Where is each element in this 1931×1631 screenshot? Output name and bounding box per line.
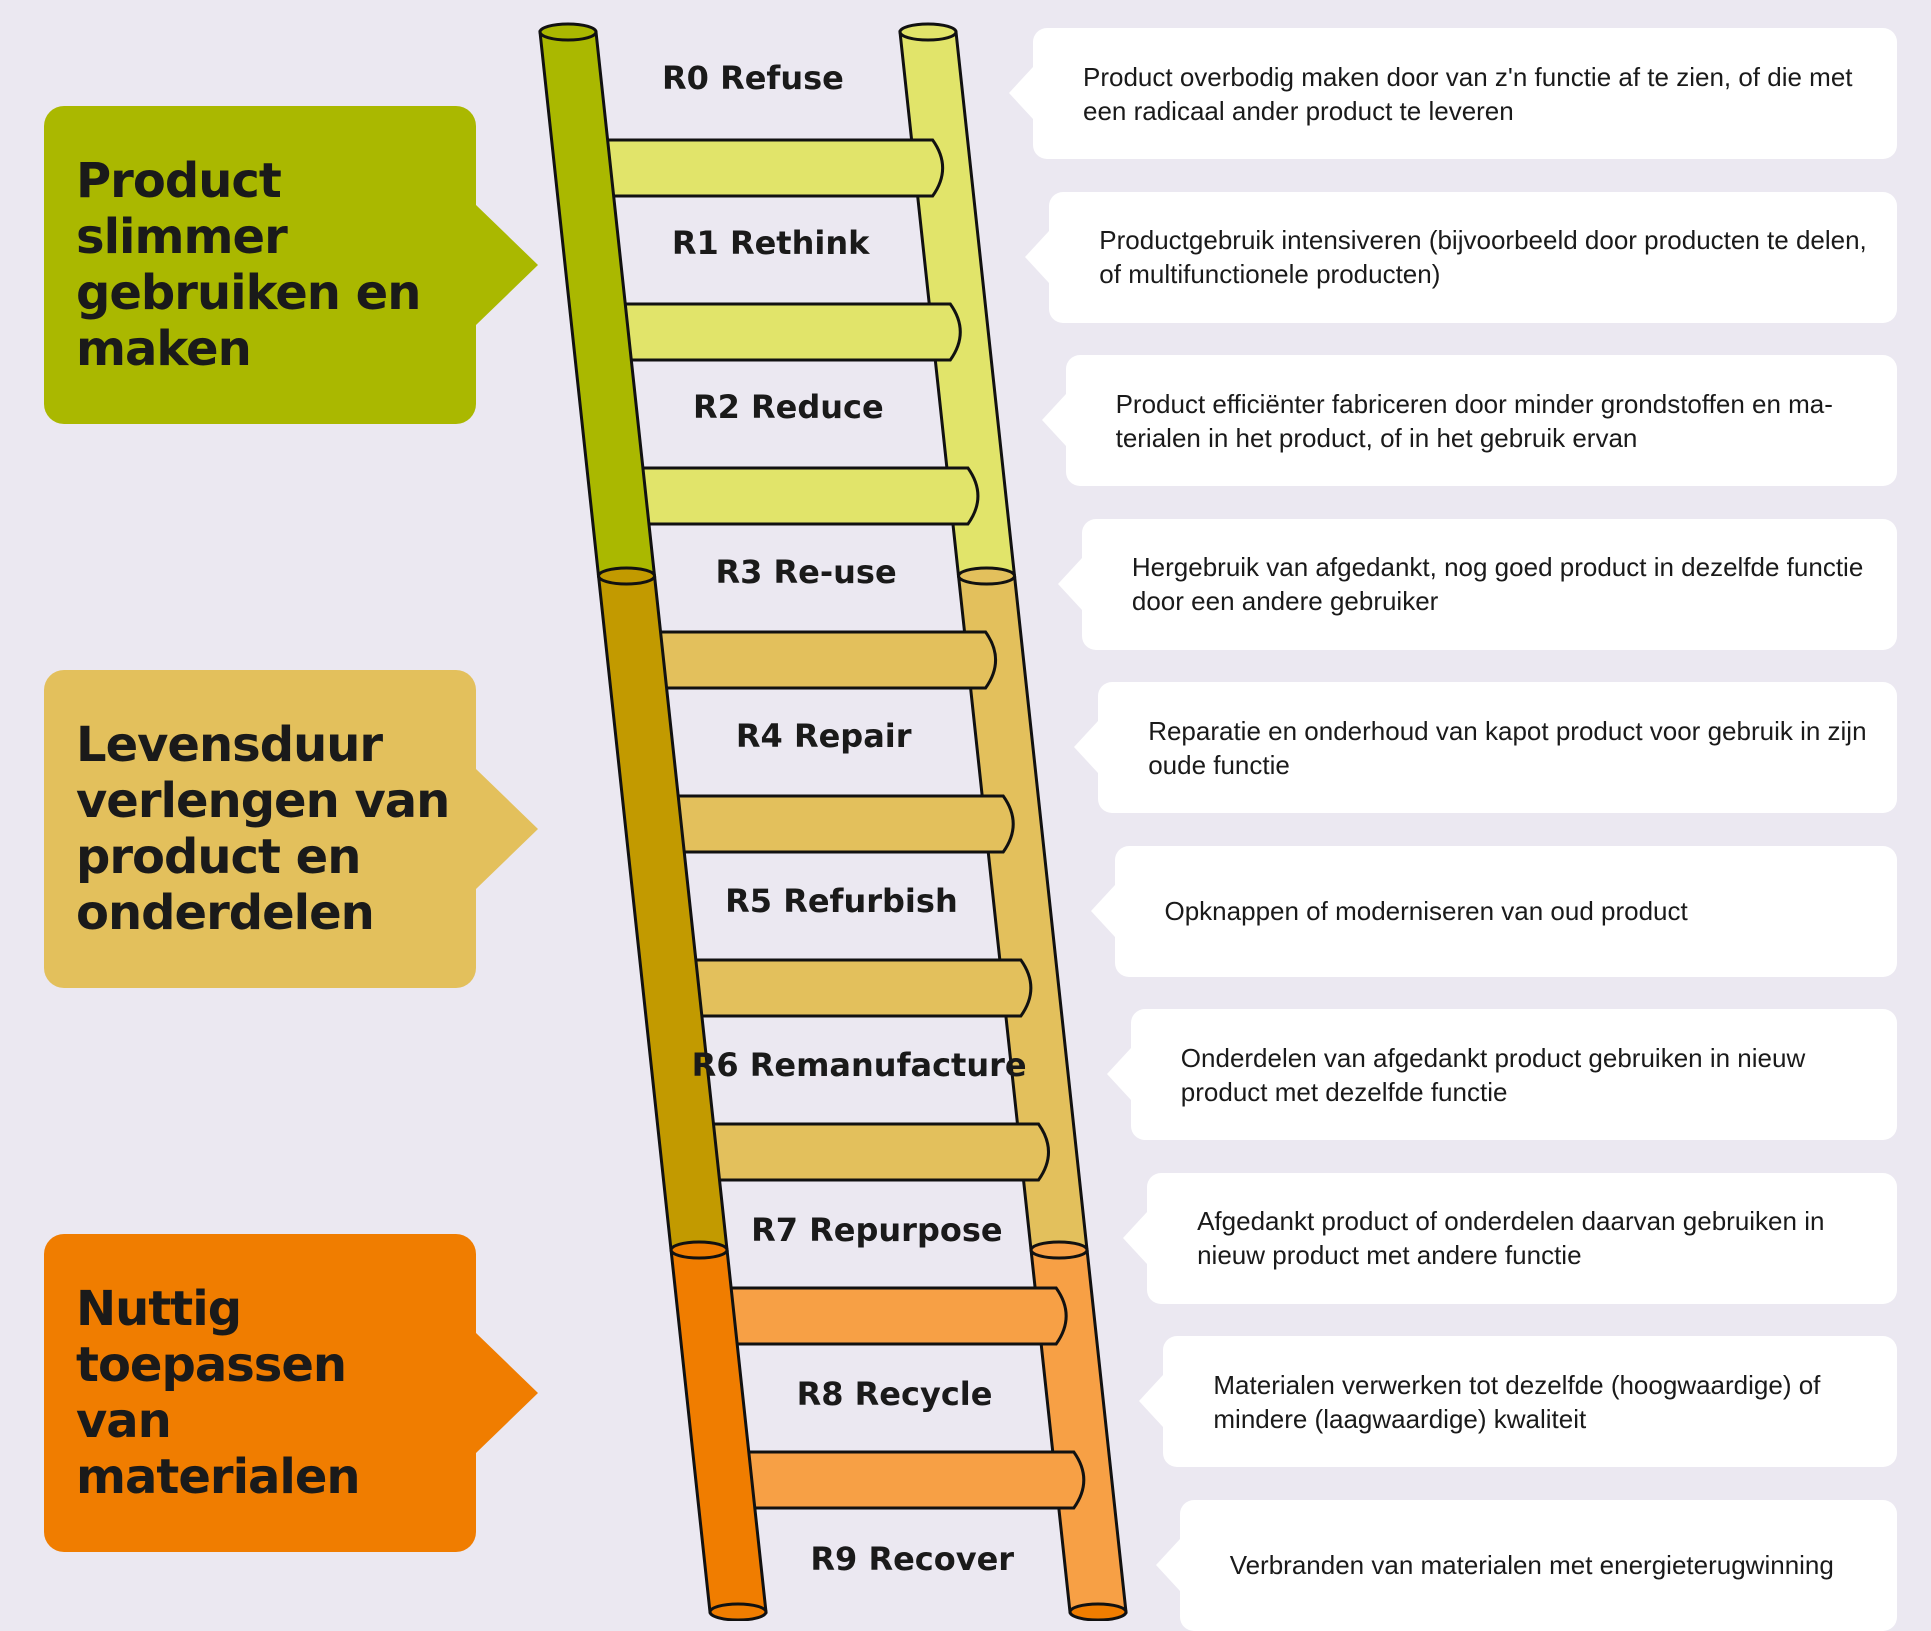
right-rail-cap bbox=[898, 22, 958, 42]
right-rail-cap bbox=[957, 566, 1017, 586]
ladder-rung bbox=[581, 138, 945, 198]
step-description-text: Productgebruik intensiveren (bijvoorbeel… bbox=[1099, 225, 1867, 289]
ladder-rung bbox=[634, 630, 997, 690]
step-label: R5 Refurbish bbox=[725, 881, 958, 920]
left-rail-end bbox=[708, 1602, 768, 1621]
step-description-text: Hergebruik van afgedankt, nog goed produ… bbox=[1131, 552, 1864, 616]
step-label: R2 Reduce bbox=[692, 388, 884, 426]
step-description-text: Product overbodig maken door van z'n fun… bbox=[1083, 61, 1853, 126]
left-rail-cap bbox=[538, 22, 598, 42]
ladder-rung bbox=[669, 958, 1033, 1018]
step-label: R7 Repurpose bbox=[751, 1210, 1003, 1249]
step-description-card: Verbranden van materialen met energieter… bbox=[1155, 1499, 1897, 1631]
step-description-card: Productgebruik intensiveren (bijvoorbeel… bbox=[1025, 191, 1897, 323]
left-rail-cap bbox=[597, 566, 657, 586]
step-label: R0 Refuse bbox=[662, 59, 844, 97]
step-description-text: Product efficiënter fabriceren door mind… bbox=[1115, 388, 1833, 453]
step-description-card: Reparatie en onderhoud van kapot product… bbox=[1074, 682, 1897, 813]
ladder-rung bbox=[651, 794, 1015, 854]
step-description-card: Product overbodig maken door van z'n fun… bbox=[1009, 28, 1897, 159]
step-description-card: Afgedankt product of onderdelen daarvan … bbox=[1123, 1172, 1897, 1304]
step-label: R3 Re-use bbox=[715, 552, 897, 591]
step-label: R1 Rethink bbox=[671, 223, 870, 262]
step-description-text: Opknappen of moderniseren van oud produc… bbox=[1164, 896, 1688, 926]
step-description-card: Materialen verwerken tot dezelfde (hoogw… bbox=[1139, 1336, 1897, 1467]
category-label: Nuttig toepassen van materialen bbox=[76, 1281, 361, 1505]
step-label: R9 Recover bbox=[810, 1539, 1015, 1578]
right-rail-cap bbox=[1029, 1240, 1089, 1260]
category-useful-materials: Nuttig toepassen van materialen bbox=[44, 1234, 538, 1552]
category-label: Product slimmer gebruiken en maken bbox=[76, 153, 421, 377]
ladder-rung bbox=[722, 1450, 1086, 1510]
step-label: R6 Remanufacture bbox=[691, 1046, 1027, 1084]
category-label: Levensduur verlengen van product en onde… bbox=[76, 717, 450, 941]
step-description-card: Hergebruik van afgedankt, nog goed produ… bbox=[1057, 518, 1897, 650]
step-description-text: Verbranden van materialen met energieter… bbox=[1229, 1550, 1834, 1580]
step-label: R8 Recycle bbox=[796, 1375, 993, 1413]
step-description-text: Reparatie en onderhoud van kapot product… bbox=[1148, 715, 1867, 780]
ladder-rung bbox=[616, 466, 980, 526]
ladder-rung bbox=[704, 1286, 1068, 1346]
category-smarter-use: Product slimmer gebruiken en maken bbox=[44, 106, 538, 424]
step-description-card: Onderdelen van afgedankt product gebruik… bbox=[1106, 1009, 1897, 1140]
step-description-card: Opknappen of moderniseren van oud produc… bbox=[1090, 845, 1897, 977]
step-description-card: Product efficiënter fabriceren door mind… bbox=[1041, 355, 1897, 486]
category-extend-lifespan: Levensduur verlengen van product en onde… bbox=[44, 670, 538, 988]
ladder-rung bbox=[598, 302, 962, 362]
step-description-text: Onderdelen van afgedankt product gebruik… bbox=[1180, 1042, 1806, 1107]
step-label: R4 Repair bbox=[735, 717, 912, 755]
step-description-text: Afgedankt product of onderdelen daarvan … bbox=[1197, 1206, 1825, 1270]
left-rail-cap bbox=[669, 1240, 729, 1260]
right-rail-end bbox=[1068, 1602, 1128, 1621]
ladder-rung bbox=[687, 1122, 1050, 1182]
step-description-text: Materialen verwerken tot dezelfde (hoogw… bbox=[1213, 1369, 1821, 1434]
